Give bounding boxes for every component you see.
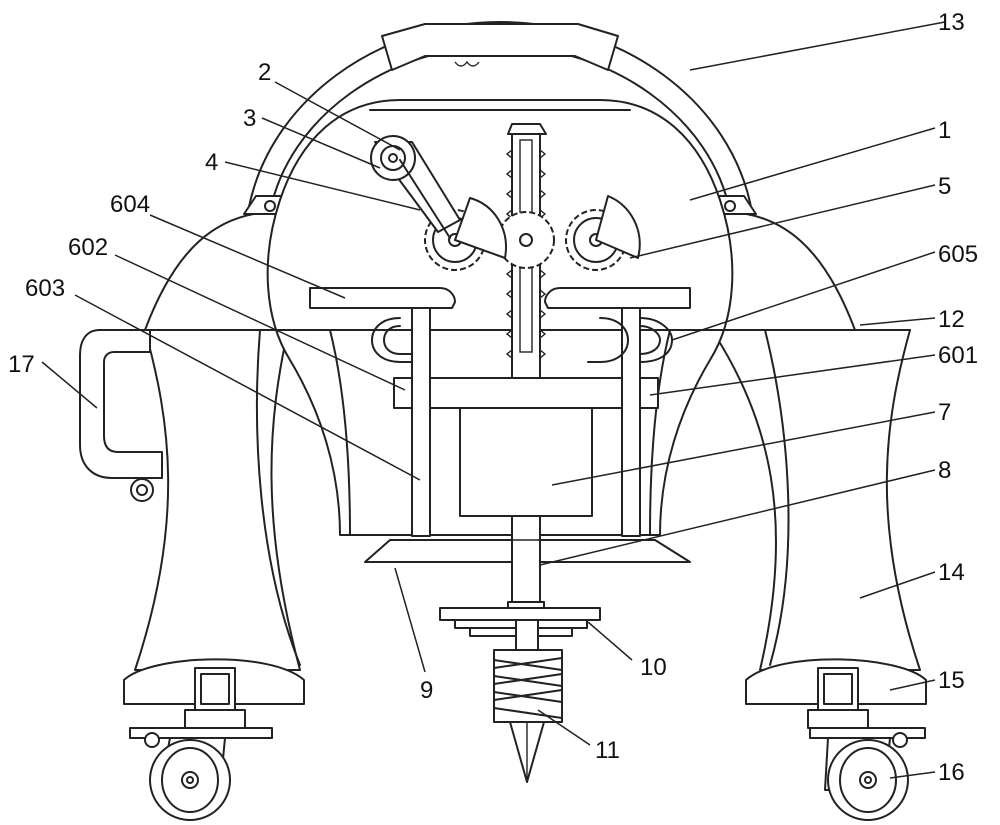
label-15: 15 xyxy=(938,667,965,694)
hooks-605 xyxy=(371,317,673,363)
label-12: 12 xyxy=(938,306,965,333)
handle-17 xyxy=(79,329,163,502)
label-17: 17 xyxy=(8,351,35,378)
label-9: 9 xyxy=(420,677,433,704)
label-7: 7 xyxy=(938,399,951,426)
label-14: 14 xyxy=(938,559,965,586)
label-2: 2 xyxy=(258,59,271,86)
auger-11 xyxy=(493,619,563,783)
leader-lines xyxy=(41,21,946,779)
left-wheel xyxy=(149,739,231,821)
slide-blocks xyxy=(393,377,659,409)
callout-labels: 13 1 5 605 12 601 7 8 14 15 16 10 11 9 2… xyxy=(8,9,978,786)
label-605: 605 xyxy=(938,241,978,268)
label-3: 3 xyxy=(243,105,256,132)
label-11: 11 xyxy=(595,737,620,764)
label-602: 602 xyxy=(68,234,108,261)
label-16: 16 xyxy=(938,759,965,786)
drive-shaft-8 xyxy=(511,515,541,605)
right-wheel-16 xyxy=(827,739,909,821)
label-4: 4 xyxy=(205,149,218,176)
label-8: 8 xyxy=(938,457,951,484)
guide-rods-603 xyxy=(411,307,641,537)
label-1: 1 xyxy=(938,117,951,144)
side-bracket-604 xyxy=(309,287,691,309)
crank-linkage xyxy=(370,135,461,239)
crossbar xyxy=(429,377,623,409)
label-604: 604 xyxy=(110,191,150,218)
label-5: 5 xyxy=(938,173,951,200)
label-13: 13 xyxy=(938,9,965,36)
label-603: 603 xyxy=(25,275,65,302)
label-10: 10 xyxy=(640,654,667,681)
label-601: 601 xyxy=(938,342,978,369)
motor-7 xyxy=(459,407,593,517)
